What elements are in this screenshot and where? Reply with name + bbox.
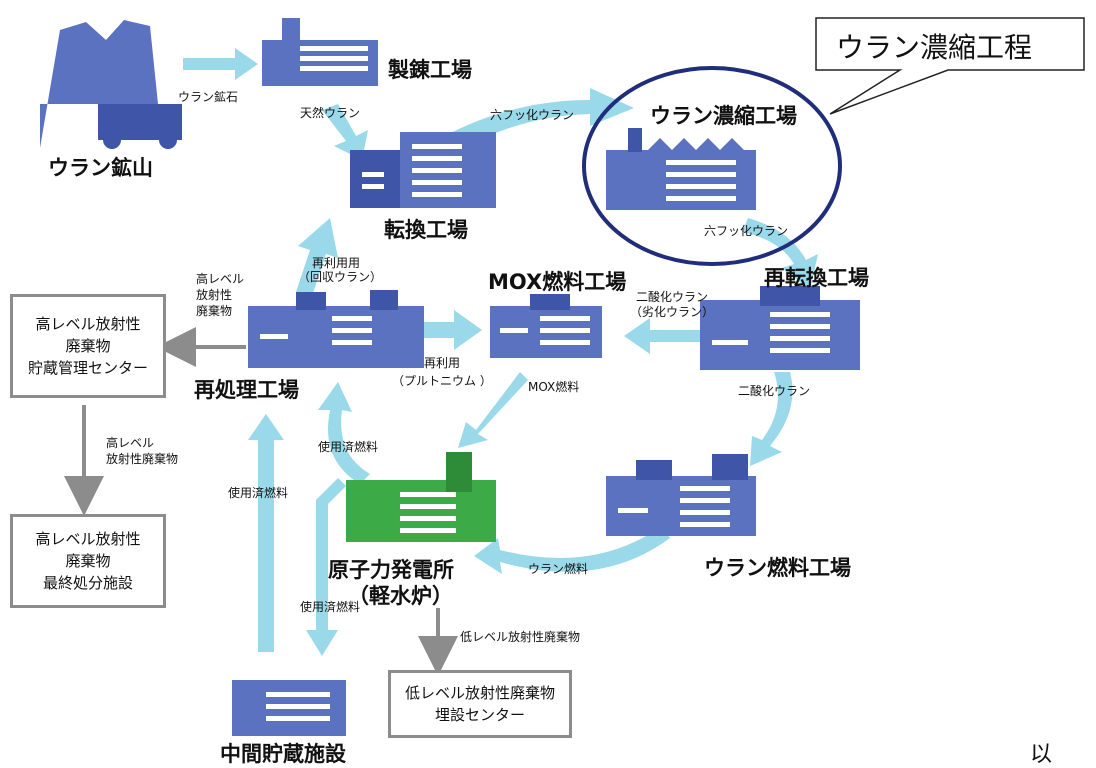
label-conversion: 転換工場: [384, 218, 468, 242]
grey-arrows: [64, 327, 458, 676]
arrow-mox-fuel: [458, 372, 528, 448]
arrow-depleted-uo2: [624, 318, 714, 354]
power-plant-icon: [346, 452, 496, 542]
label-interim-storage: 中間貯蔵施設: [220, 742, 346, 766]
label-refinery: 製錬工場: [388, 58, 472, 82]
arrow-recovered-u: [296, 218, 338, 296]
enrichment-plant-icon: [606, 128, 756, 210]
flow-hlw-down-1: 高レベル: [106, 436, 155, 450]
flow-pu-1: 再利用: [424, 356, 461, 370]
box-hlw-disposal: 高レベル放射性 廃棄物 最終処分施設: [10, 514, 166, 608]
arrow-uranium-fuel: [474, 526, 670, 574]
flow-uranium-ore: ウラン鉱石: [178, 90, 239, 104]
flow-uo2-depleted-2: （劣化ウラン）: [630, 305, 715, 319]
box-hlw-storage: 高レベル放射性 廃棄物 貯蔵管理センター: [10, 294, 166, 398]
flow-uo2-depleted-1: 二酸化ウラン: [636, 290, 709, 304]
callout-bubble: [815, 17, 1085, 115]
arrow-natural-uranium: [322, 104, 368, 160]
flow-arrows: [183, 48, 818, 656]
arrow-spent-down: [306, 478, 346, 656]
label-uranium-mine: ウラン鉱山: [48, 156, 153, 180]
label-mox-plant: MOX燃料工場: [488, 270, 627, 294]
flow-uranium-fuel: ウラン燃料: [528, 562, 589, 576]
flow-hlw-down-2: 放射性廃棄物: [106, 452, 179, 466]
flow-recycle-1: 再利用用: [312, 256, 361, 270]
uranium-mine-icon: [40, 20, 182, 149]
flow-hlw-3: 廃棄物: [196, 304, 233, 318]
label-uranium-fuel-plant: ウラン燃料工場: [704, 556, 851, 580]
flow-spent-fuel-c: 使用済燃料: [300, 600, 361, 614]
flow-spent-fuel-b: 使用済燃料: [228, 486, 289, 500]
conversion-plant-icon: [350, 132, 496, 208]
arrow-uf6-top: [420, 88, 634, 162]
arrow-spent-main: [318, 382, 370, 484]
flow-hlw-2: 放射性: [196, 288, 233, 302]
flow-llw: 低レベル放射性廃棄物: [460, 630, 581, 644]
uranium-fuel-plant-icon: [606, 454, 756, 536]
label-power-plant-type: （軽水炉）: [348, 584, 453, 608]
flow-recycle-2: （回収ウラン）: [298, 270, 383, 284]
footer-char: 以: [1030, 742, 1053, 767]
reprocessing-plant-icon: [248, 290, 424, 368]
flow-uo2: 二酸化ウラン: [738, 384, 811, 398]
arrow-spent-up: [248, 414, 284, 652]
label-reconversion: 再転換工場: [764, 266, 869, 290]
label-enrichment: ウラン濃縮工場: [650, 104, 797, 128]
flow-natural-uranium: 天然ウラン: [300, 106, 361, 120]
flow-mox-fuel: MOX燃料: [528, 380, 580, 394]
label-reprocessing: 再処理工場: [194, 378, 299, 402]
arrow-uf6-right: [742, 218, 818, 290]
mox-plant-icon: [490, 294, 602, 358]
arrow-pu-recycle: [420, 310, 482, 350]
reconversion-plant-icon: [700, 286, 860, 370]
arrow-uo2-down: [750, 372, 793, 466]
label-power-plant: 原子力発電所: [328, 558, 454, 582]
refinery-icon: [262, 18, 378, 86]
flow-hlw-1: 高レベル: [196, 272, 245, 286]
enrichment-highlight-circle: [582, 66, 842, 266]
flow-pu-2: （プルトニウム ）: [392, 374, 492, 388]
flow-uf6-right: 六フッ化ウラン: [704, 224, 789, 238]
callout-text: ウラン濃縮工程: [836, 31, 1033, 64]
flow-spent-fuel-a: 使用済燃料: [318, 440, 379, 454]
interim-storage-icon: [232, 680, 346, 736]
arrow-ore: [183, 48, 258, 80]
flow-uf6-top: 六フッ化ウラン: [490, 108, 575, 122]
box-llw-center: 低レベル放射性廃棄物 埋設センター: [388, 670, 572, 738]
